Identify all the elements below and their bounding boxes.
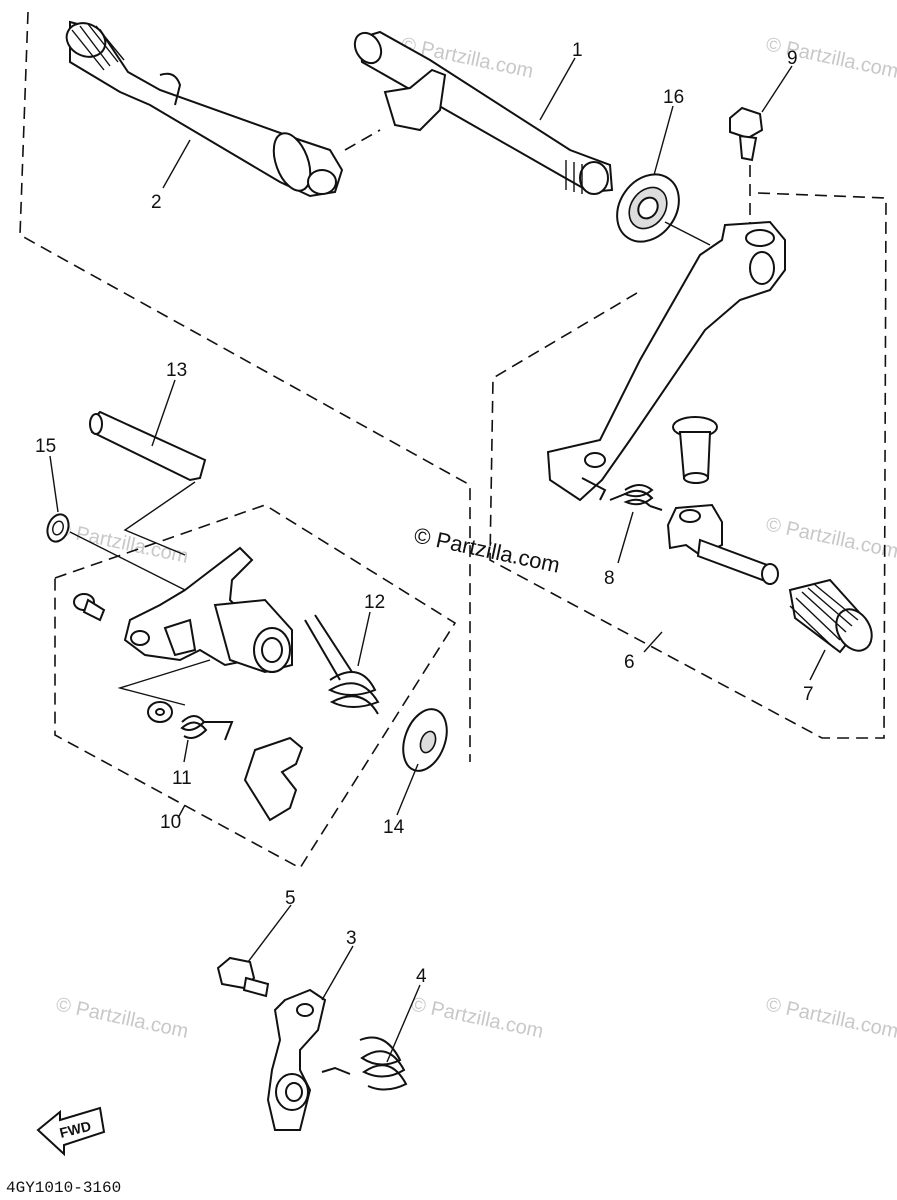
shift-shaft-main-part[interactable] (350, 28, 614, 195)
watermark-faint: © Partzilla.com (764, 993, 897, 1043)
assembly-outlines (19, 11, 887, 870)
upper-assembly-outline (19, 11, 471, 762)
watermark-faint: © Partzilla.com (54, 518, 190, 568)
alignment-line (344, 129, 381, 151)
watermark-faint: © Partzilla.com (764, 33, 897, 83)
watermark-faint: © Partzilla.com (764, 513, 897, 563)
bolt-part[interactable] (729, 106, 764, 162)
diagram-code: 4GY1010-3160 (6, 1179, 121, 1197)
callout-labels: 1 2 3 4 5 6 7 8 9 10 11 12 13 14 15 16 (35, 40, 814, 987)
callout-13: 13 (166, 360, 187, 381)
shift-arm-part[interactable] (117, 546, 293, 706)
pedal-rubber-part[interactable] (788, 578, 879, 657)
arm-stud-part[interactable] (73, 593, 106, 622)
callout-6: 6 (624, 652, 635, 673)
callout-1: 1 (572, 40, 583, 61)
callout-3: 3 (346, 928, 357, 949)
arm-small-spring-part[interactable] (180, 715, 234, 741)
callout-2: 2 (151, 192, 162, 213)
arm-bolt-part[interactable] (216, 956, 270, 998)
shift-shaft-part[interactable] (61, 17, 344, 198)
forward-arrow-icon: FWD (36, 1106, 106, 1157)
alignment-line (69, 531, 186, 591)
stopper-plate-part[interactable] (243, 736, 304, 822)
arm-washer-part[interactable] (147, 701, 173, 723)
callout-4: 4 (416, 966, 427, 987)
callout-14: 14 (383, 817, 405, 838)
callout-15: 15 (35, 436, 56, 457)
callout-9: 9 (787, 48, 798, 69)
return-spring-part[interactable] (304, 614, 380, 715)
callout-7: 7 (803, 684, 814, 705)
oil-seal-part[interactable] (604, 162, 691, 253)
watermark-main: © Partzilla.com (412, 522, 562, 577)
stopper-lever-part[interactable] (266, 988, 327, 1131)
watermark-faint: © Partzilla.com (409, 993, 545, 1043)
callout-11: 11 (172, 768, 192, 789)
pedal-peg-bracket-part[interactable] (666, 503, 779, 585)
callout-10: 10 (160, 812, 181, 833)
callout-16: 16 (663, 87, 684, 108)
pedal-assembly-outline (489, 192, 887, 739)
alignment-line (664, 221, 711, 246)
callout-8: 8 (604, 568, 615, 589)
callout-5: 5 (285, 888, 296, 909)
pedal-spring-part[interactable] (609, 484, 663, 511)
leader-lines (49, 57, 826, 1063)
pedal-pin-part[interactable] (672, 416, 718, 484)
watermark-group: © Partzilla.com © Partzilla.com © Partzi… (54, 33, 897, 1043)
watermark-faint: © Partzilla.com (54, 993, 190, 1043)
dowel-pin-part[interactable] (89, 410, 207, 482)
shift-pedal-part[interactable] (546, 220, 786, 502)
shift-arm-assembly-outline (54, 504, 457, 870)
callout-12: 12 (364, 592, 385, 613)
stopper-spring-part[interactable] (321, 1036, 408, 1091)
alignment-line (123, 481, 196, 556)
shaft-washer-part[interactable] (395, 703, 454, 777)
fwd-label: FWD (58, 1118, 93, 1141)
circlip-part[interactable] (44, 511, 72, 544)
